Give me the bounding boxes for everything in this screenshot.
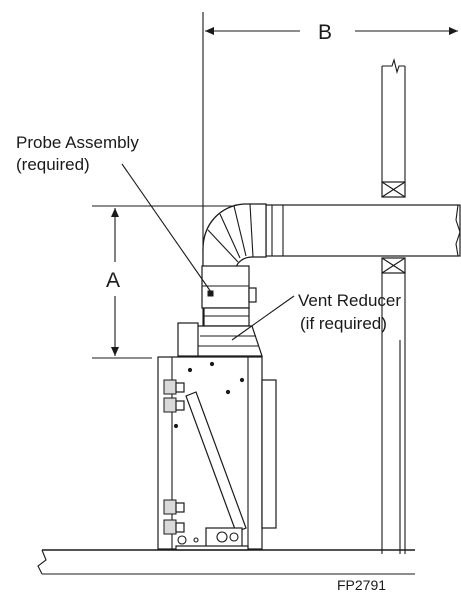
horizontal-vent-pipe	[264, 204, 461, 257]
floor	[37, 549, 415, 575]
dimension-a-label: A	[106, 269, 120, 292]
probe-assembly-leader	[121, 163, 212, 293]
dimension-b-label: B	[318, 21, 332, 44]
vent-reducer-leader	[231, 295, 295, 341]
dimension-b: B	[205, 21, 458, 44]
probe-assembly-sublabel: (required)	[16, 155, 90, 174]
vertical-vent-section	[381, 58, 406, 554]
appliance-cabinet	[157, 356, 277, 551]
vent-reducer-sublabel: (if required)	[300, 314, 387, 333]
vent-elbow	[202, 203, 267, 269]
vent-reducer	[177, 322, 263, 357]
figure-code: FP2791	[337, 577, 386, 593]
dimension-a: A	[92, 205, 236, 359]
probe-assembly-label: Probe Assembly	[16, 133, 139, 152]
vent-reducer-label: Vent Reducer	[298, 291, 401, 310]
